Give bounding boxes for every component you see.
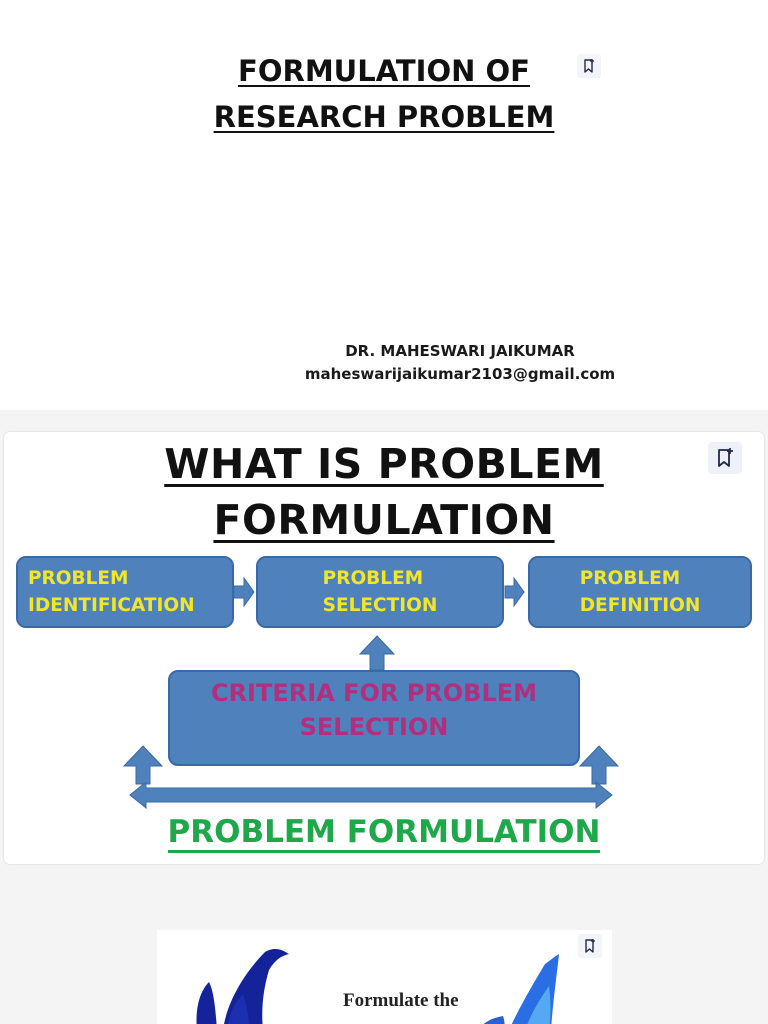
slide-formulate: Formulate the <box>157 930 612 1024</box>
slide-heading-line1: WHAT IS PROBLEM <box>164 440 604 488</box>
slide-title-line2: RESEARCH PROBLEM <box>213 100 555 134</box>
bookmark-add-icon <box>718 448 733 467</box>
bookmark-button[interactable] <box>578 934 602 958</box>
author-name: DR. MAHESWARI JAIKUMAR <box>345 342 575 360</box>
arrow-right-1 <box>233 576 255 608</box>
slide-footer: PROBLEM FORMULATION <box>4 810 764 854</box>
box-problem-selection: PROBLEM SELECTION <box>256 556 504 628</box>
arrow-up-right <box>578 745 620 785</box>
box-criteria-label: CRITERIA FOR PROBLEM SELECTION <box>210 679 538 741</box>
slide-title-heading: FORMULATION OF RESEARCH PROBLEM <box>0 48 768 140</box>
arrow-right-2 <box>504 576 525 608</box>
box-problem-definition-label: PROBLEM DEFINITION <box>579 568 701 616</box>
slide-illustration <box>196 948 559 1024</box>
author-email: maheswarijaikumar2103@gmail.com <box>304 365 616 383</box>
arrow-up-left <box>122 745 164 785</box>
flow-arrows <box>122 576 620 810</box>
slide-title: FORMULATION OF RESEARCH PROBLEM DR. MAHE… <box>0 0 768 410</box>
slide-heading-line2: FORMULATION <box>213 496 555 544</box>
box-problem-identification-label: PROBLEM IDENTIFICATION <box>28 568 195 616</box>
slide-heading: WHAT IS PROBLEM FORMULATION <box>4 436 764 548</box>
box-problem-identification: PROBLEM IDENTIFICATION <box>16 556 234 628</box>
slide-problem-formulation: WHAT IS PROBLEM FORMULATION PROBLEM IDEN… <box>4 432 764 864</box>
box-problem-selection-label: PROBLEM SELECTION <box>322 568 438 616</box>
bookmark-button[interactable] <box>577 54 601 78</box>
slide-caption: Formulate the <box>343 990 459 1011</box>
arrow-double-horizontal <box>129 780 613 810</box>
bookmark-button[interactable] <box>708 442 742 474</box>
author-block: DR. MAHESWARI JAIKUMAR maheswarijaikumar… <box>300 340 620 386</box>
box-problem-definition: PROBLEM DEFINITION <box>528 556 752 628</box>
slide-title-line1: FORMULATION OF <box>238 54 530 88</box>
bookmark-add-icon <box>584 59 594 73</box>
bookmark-add-icon <box>585 939 595 953</box>
slide-footer-text: PROBLEM FORMULATION <box>167 814 601 853</box>
box-criteria: CRITERIA FOR PROBLEM SELECTION <box>168 670 580 766</box>
arrow-up-center <box>358 635 396 671</box>
